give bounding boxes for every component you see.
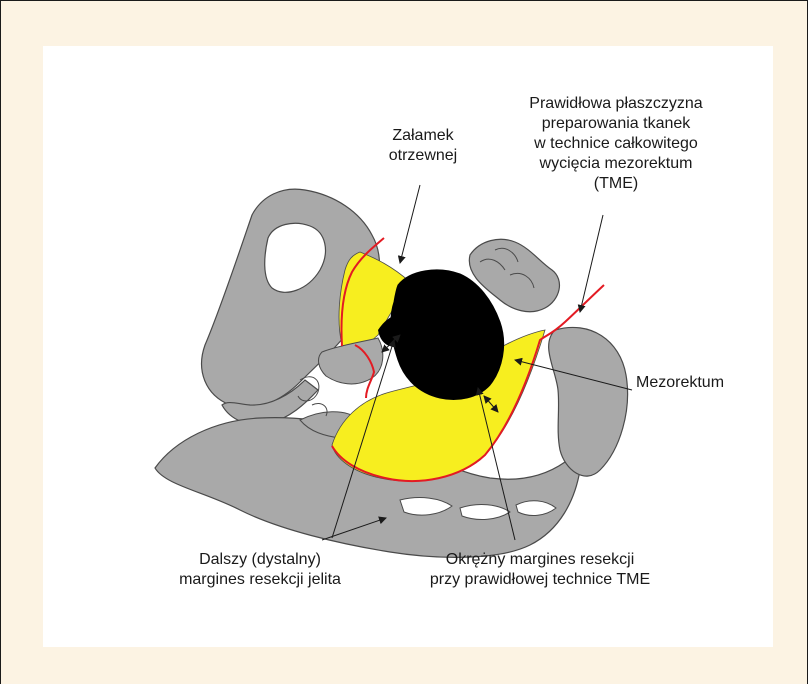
label-circumferential-margin: Okrężny margines resekcji przy prawidłow… [415,550,665,590]
label-mesorectum: Mezorektum [636,373,736,393]
label-peritoneal-reflection-line1: Załamek [378,126,468,146]
label-tme-plane-line4: wycięcia mezorektum [506,154,726,174]
label-tme-plane: Prawidłowa płaszczyzna preparowania tkan… [506,94,726,194]
label-circumferential-margin-line2: przy prawidłowej technice TME [415,570,665,590]
label-tme-plane-line2: preparowania tkanek [506,114,726,134]
label-mesorectum-text: Mezorektum [636,373,736,393]
label-tme-plane-line3: w technice całkowitego [506,134,726,154]
label-distal-margin-line2: margines resekcji jelita [165,570,355,590]
label-tme-plane-line1: Prawidłowa płaszczyzna [506,94,726,114]
arrow-peritoneal-reflection [400,185,420,263]
label-distal-margin-line1: Dalszy (dystalny) [165,550,355,570]
label-distal-margin: Dalszy (dystalny) margines resekcji jeli… [165,550,355,590]
label-circumferential-margin-line1: Okrężny margines resekcji [415,550,665,570]
anterior-organ [549,327,628,476]
label-peritoneal-reflection: Załamek otrzewnej [378,126,468,166]
label-tme-plane-line5: (TME) [506,174,726,194]
label-peritoneal-reflection-line2: otrzewnej [378,146,468,166]
